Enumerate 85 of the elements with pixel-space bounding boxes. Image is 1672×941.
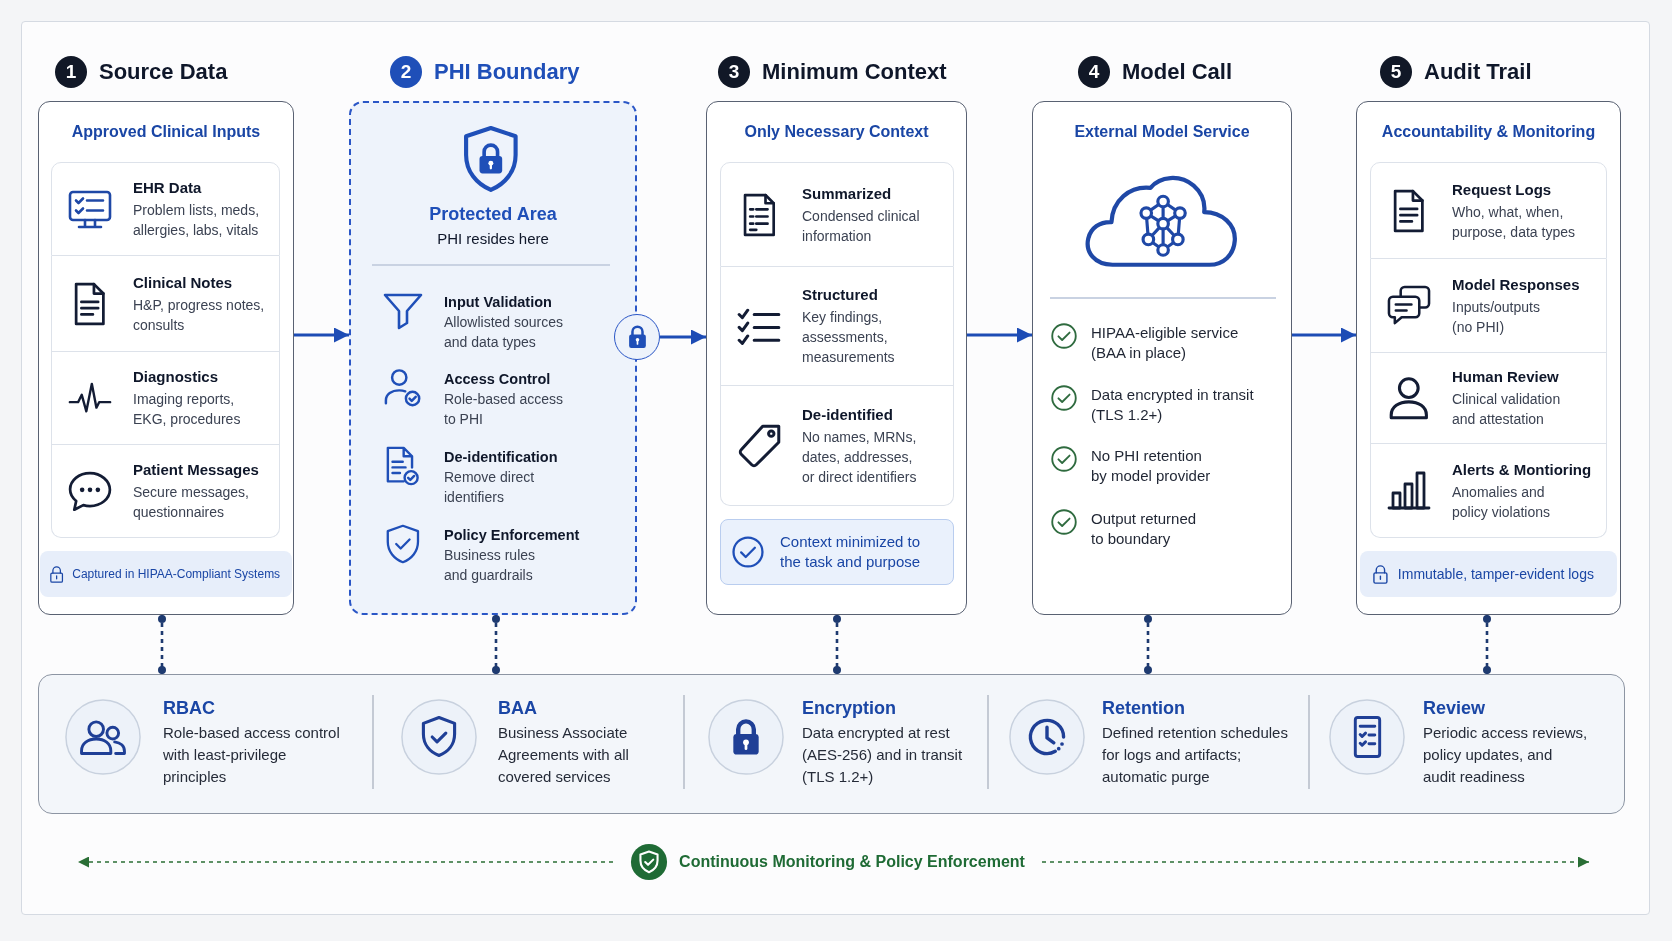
item-title: Access Control	[444, 370, 551, 389]
item-title: Alerts & Montioring	[1452, 459, 1592, 480]
check-item-text: No PHI retention by model provider	[1091, 446, 1212, 486]
item-title: De-identified	[802, 404, 893, 425]
monitoring-label: Continuous Monitoring & Policy Enforcement	[679, 852, 1025, 872]
item-description: Remove direct identifiers	[444, 468, 536, 507]
banner-text: Context minimized to the task and purpose	[780, 532, 922, 572]
dotted-connector	[1144, 615, 1152, 674]
column-title: Source Data	[99, 58, 228, 86]
arrow	[1292, 327, 1356, 343]
control-description: Business Associate Agreements with all covered services	[498, 723, 630, 787]
item-title: Request Logs	[1452, 179, 1552, 200]
controls-panel	[38, 674, 1625, 814]
dotted-connector	[1483, 615, 1491, 674]
item-description: H&P, progress notes, consults	[133, 295, 266, 335]
column-title: Audit Trail	[1424, 58, 1532, 86]
banner-text: Immutable, tamper-evident logs	[1397, 564, 1594, 584]
dashed-arrow	[1041, 856, 1590, 868]
column-subtitle: External Model Service	[1074, 122, 1250, 142]
list-row	[720, 386, 954, 506]
list-row	[1370, 353, 1607, 444]
item-description: Condensed clinical information	[802, 206, 921, 246]
banner-text: Captured in HIPAA-Compliant Systems	[72, 565, 281, 583]
list-row	[51, 352, 280, 445]
dotted-connector	[492, 615, 500, 674]
item-title: De-identification	[444, 448, 558, 467]
area-subtitle: PHI resides here	[437, 229, 549, 249]
column-title: Minimum Context	[762, 58, 947, 86]
list-row	[51, 256, 280, 352]
column-subtitle: Accountability & Monitoring	[1381, 122, 1596, 142]
control-title: Encryption	[802, 697, 896, 719]
list-row	[720, 267, 954, 386]
arrow	[294, 327, 349, 343]
control-title: BAA	[498, 697, 537, 719]
item-description: Problem lists, meds, allergies, labs, vitals	[133, 201, 261, 240]
info-banner	[720, 519, 954, 585]
item-description: Inputs/outputs (no PHI)	[1452, 297, 1541, 337]
control-description: Periodic access reviews, policy updates, and audit readiness	[1423, 723, 1588, 787]
arrow	[967, 327, 1032, 343]
control-title: Retention	[1102, 697, 1185, 719]
item-title: Diagnostics	[133, 367, 219, 387]
list-row	[1370, 162, 1607, 259]
area-title: Protected Area	[429, 203, 557, 226]
column-title: Model Call	[1122, 58, 1232, 86]
item-title: Structured	[802, 285, 878, 305]
check-item-text: HIPAA-eligible service (BAA in place)	[1091, 323, 1240, 363]
item-description: Who, what, when, purpose, data types	[1452, 202, 1576, 242]
column-subtitle: Approved Clinical Inputs	[71, 122, 261, 142]
control-description: Role-based access control with least-privilege principles	[163, 723, 341, 787]
item-description: Anomalies and policy violations	[1452, 482, 1552, 522]
arrow	[660, 329, 706, 345]
item-description: Business rules and guardrails	[444, 546, 537, 585]
item-title: Summarized	[802, 183, 892, 204]
dotted-connector	[833, 615, 841, 674]
info-banner	[40, 551, 292, 597]
item-description: Role-based access to PHI	[444, 390, 565, 429]
control-description: Data encrypted at rest (AES-256) and in transit (TLS 1.2+)	[802, 723, 964, 787]
control-title: Review	[1423, 697, 1486, 719]
item-title: EHR Data	[133, 178, 202, 198]
control-title: RBAC	[163, 697, 215, 719]
list-row	[51, 162, 280, 256]
item-title: Policy Enforcement	[444, 526, 580, 545]
item-description: No names, MRNs, dates, addresses, or direct identifiers	[802, 427, 918, 487]
check-item-text: Data encrypted in transit (TLS 1.2+)	[1091, 385, 1255, 425]
item-title: Clinical Notes	[133, 272, 233, 293]
control-description: Defined retention schedules for logs and artifacts; automatic purge	[1102, 723, 1289, 787]
list-row	[720, 162, 954, 267]
item-title: Input Validation	[444, 293, 552, 312]
item-description: Allowlisted sources and data types	[444, 313, 565, 352]
check-item-text: Output returned to boundary	[1091, 509, 1198, 549]
column-subtitle: Only Necessary Context	[744, 122, 929, 142]
item-description: Secure messages, questionnaires	[133, 483, 250, 522]
list-row	[1370, 444, 1607, 538]
info-banner	[1360, 551, 1617, 597]
item-title: Model Responses	[1452, 274, 1580, 295]
item-description: Clinical validation and attestation	[1452, 390, 1562, 429]
list-row	[51, 445, 280, 538]
dashed-arrow	[77, 856, 614, 868]
item-description: Imaging reports, EKG, procedures	[133, 390, 242, 429]
list-row	[1370, 259, 1607, 353]
item-title: Patient Messages	[133, 460, 259, 480]
item-description: Key findings, assessments, measurements	[802, 308, 896, 367]
item-title: Human Review	[1452, 367, 1559, 387]
dotted-connector	[158, 615, 166, 674]
column-title: PHI Boundary	[434, 58, 580, 86]
